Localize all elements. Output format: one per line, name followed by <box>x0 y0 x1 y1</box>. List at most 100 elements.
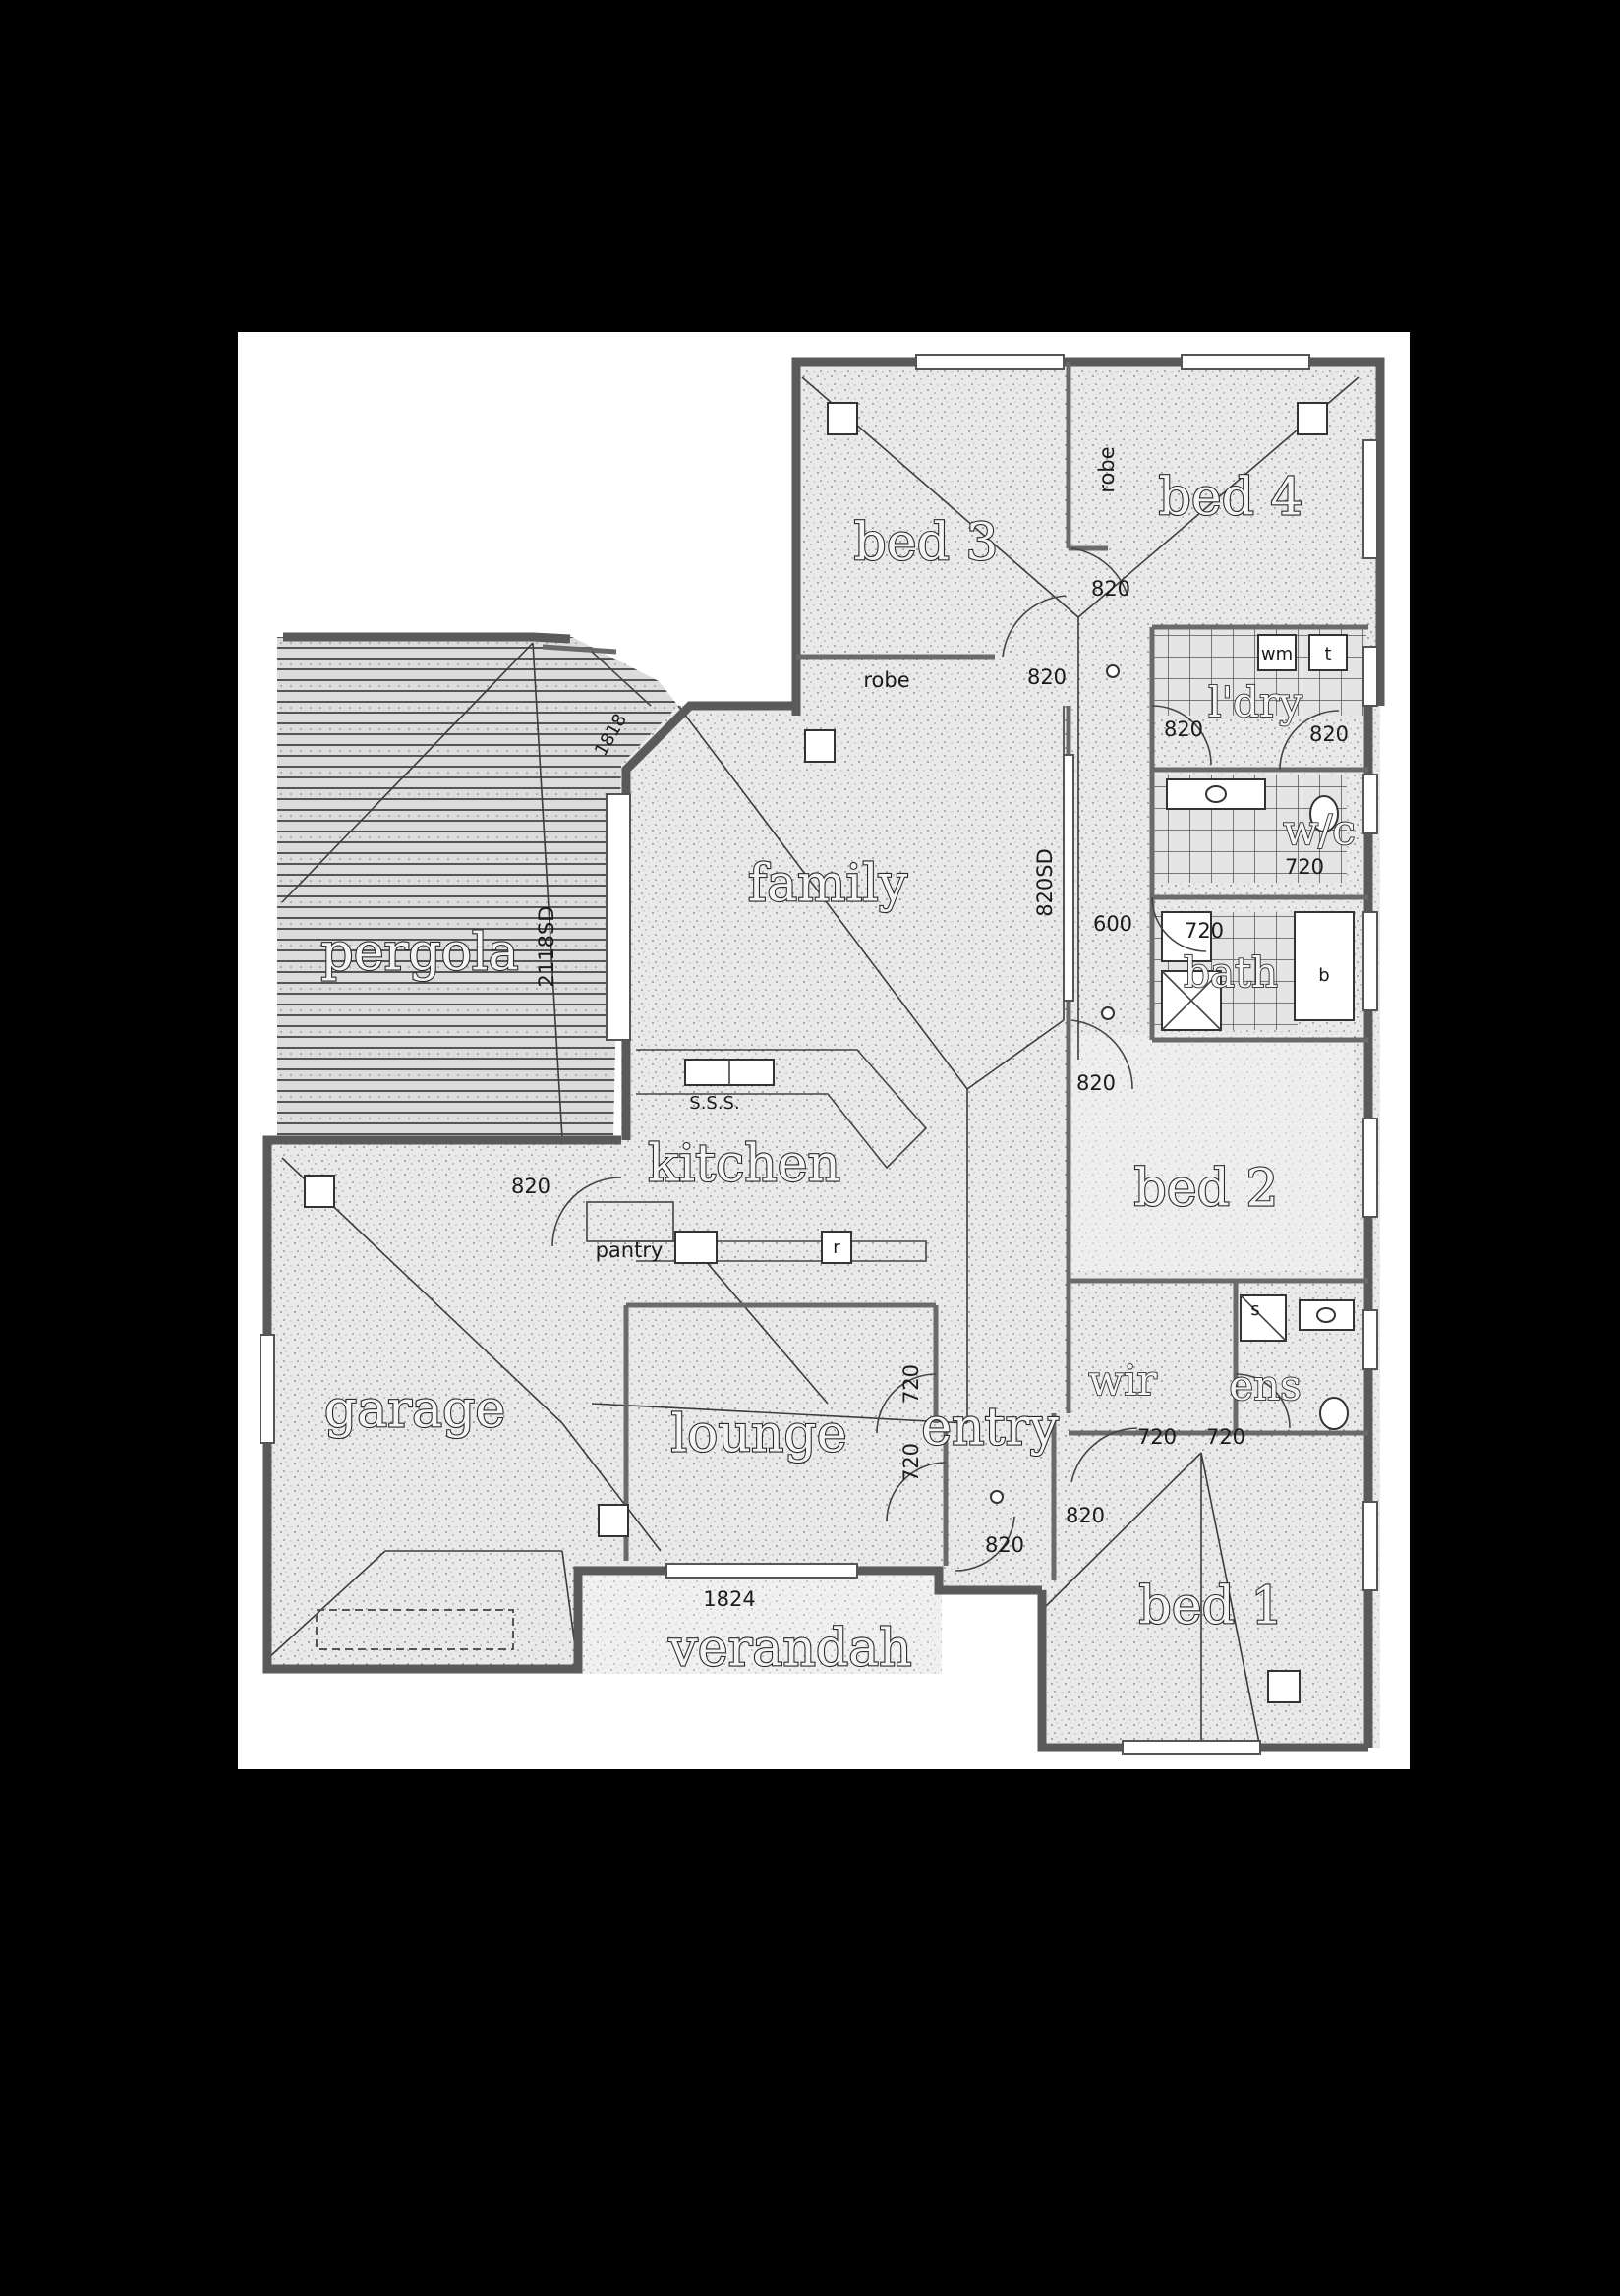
label-pergola: pergola <box>320 924 518 983</box>
washing-machine <box>1257 634 1297 671</box>
dim-bed4-door: 820 <box>1091 577 1130 601</box>
window <box>260 1334 275 1444</box>
house-floor <box>267 362 1380 1748</box>
hip-line <box>1200 1452 1261 1749</box>
cooktop <box>674 1231 718 1264</box>
wall-garage <box>262 1135 1042 1674</box>
window <box>1362 1309 1378 1370</box>
label-entry: entry <box>921 1399 1059 1458</box>
bed2-floor <box>1069 1035 1354 1271</box>
label-pantry: pantry <box>596 1238 664 1262</box>
bathtub <box>1294 911 1355 1021</box>
window <box>915 354 1065 370</box>
dim-laundry-left: 820 <box>1164 718 1203 741</box>
label-lounge: lounge <box>671 1406 847 1464</box>
hip-line <box>591 1403 968 1424</box>
label-bed4: bed 4 <box>1159 469 1303 528</box>
pantry-box <box>586 1201 674 1242</box>
fixture-bath: b <box>1318 965 1329 986</box>
dim-entry-door: 820 <box>985 1533 1024 1557</box>
heater-icon <box>1267 1670 1301 1703</box>
label-laundry: l'dry <box>1208 678 1302 726</box>
dim-ens: 720 <box>1206 1425 1245 1449</box>
window <box>1122 1740 1261 1755</box>
heater-icon <box>598 1504 629 1537</box>
label-ens: ens <box>1229 1361 1301 1409</box>
room-labels: bed 3 bed 4 robe robe l'dry w/c bath fam… <box>319 446 1356 1679</box>
floor-plan-drawing: bed 3 bed 4 robe robe l'dry w/c bath fam… <box>260 354 1385 1755</box>
light-icon <box>990 1490 1004 1504</box>
electrical-marks <box>304 402 1328 1703</box>
sliding-door-family <box>1063 754 1074 1002</box>
dim-lounge-a: 720 <box>899 1364 923 1404</box>
door-swings <box>551 547 1340 1572</box>
floor-plan-sheet: bed 3 bed 4 robe robe l'dry w/c bath fam… <box>238 332 1410 1769</box>
door-swing <box>591 651 652 707</box>
label-robe-bed3: robe <box>863 668 909 692</box>
kitchen-bench-top <box>636 1049 928 1170</box>
fixture-labels: wm t b s S.S.S. r <box>689 644 1331 1320</box>
window <box>1362 911 1378 1011</box>
door-swing <box>955 1516 1015 1572</box>
label-bed1: bed 1 <box>1139 1578 1284 1636</box>
door-swing <box>1070 547 1128 597</box>
window <box>1362 1118 1378 1218</box>
light-icon <box>1101 1006 1115 1020</box>
garage-door <box>316 1609 514 1650</box>
window <box>1362 646 1378 707</box>
label-wir: wir <box>1088 1356 1157 1405</box>
door-swing <box>886 1462 947 1522</box>
window <box>1362 1501 1378 1591</box>
ens-toilet-icon <box>1319 1397 1349 1430</box>
fixture-ens-shower: s <box>1250 1299 1259 1320</box>
door-swing <box>1279 710 1340 771</box>
vanity <box>1166 778 1266 810</box>
fixture-wm: wm <box>1261 644 1293 664</box>
door-swing <box>551 1177 622 1247</box>
pergola-deck <box>277 637 678 1138</box>
door-swing <box>876 1373 937 1434</box>
dim-wir: 720 <box>1137 1425 1177 1449</box>
label-kitchen: kitchen <box>648 1135 840 1194</box>
hip-line <box>1041 1452 1202 1611</box>
windows <box>260 354 1378 1755</box>
wall-pergola-step <box>542 644 617 655</box>
wall-bed3-bed4 <box>791 357 1385 716</box>
bath-vanity <box>1161 911 1212 962</box>
fridge-space <box>821 1231 852 1264</box>
door-swing <box>1070 1019 1133 1090</box>
dim-bed3-door: 820 <box>1027 665 1067 689</box>
sliding-door-pergola <box>606 793 631 1041</box>
label-family: family <box>748 855 908 914</box>
label-bed2: bed 2 <box>1134 1160 1279 1219</box>
dim-wc: 720 <box>1285 855 1324 879</box>
label-verandah: verandah <box>667 1620 911 1679</box>
hip-line <box>561 1422 662 1552</box>
dim-hall-600: 600 <box>1093 912 1132 936</box>
window <box>1362 439 1378 559</box>
fixture-sink: S.S.S. <box>689 1093 739 1114</box>
label-bed3: bed 3 <box>854 514 999 573</box>
kitchen-benches <box>586 1049 928 1264</box>
door-swing <box>1151 896 1207 952</box>
laundry-tub <box>1308 634 1348 671</box>
kitchen-bench-bottom <box>636 1240 927 1262</box>
shower-cross <box>1161 970 1222 1031</box>
basin-icon <box>1205 785 1227 803</box>
wall-pergola <box>283 632 571 644</box>
light-icon <box>1106 664 1120 678</box>
dim-laundry-right: 820 <box>1309 722 1349 746</box>
hip-line <box>532 642 563 1139</box>
hip-line <box>281 642 534 903</box>
dim-garage-door: 820 <box>511 1175 550 1198</box>
floor-fills <box>267 362 1380 1748</box>
dimension-labels: 820 820 820 820 720 600 720 820 820SD 21… <box>511 577 1349 1611</box>
door-swing <box>1070 1427 1138 1483</box>
window <box>1362 774 1378 834</box>
fixture-tub: t <box>1324 644 1331 664</box>
verandah-floor <box>578 1576 942 1674</box>
hip-line <box>677 705 968 1090</box>
window <box>665 1563 858 1578</box>
label-robe-bed4: robe <box>1095 446 1119 492</box>
dim-bath: 720 <box>1185 919 1224 943</box>
